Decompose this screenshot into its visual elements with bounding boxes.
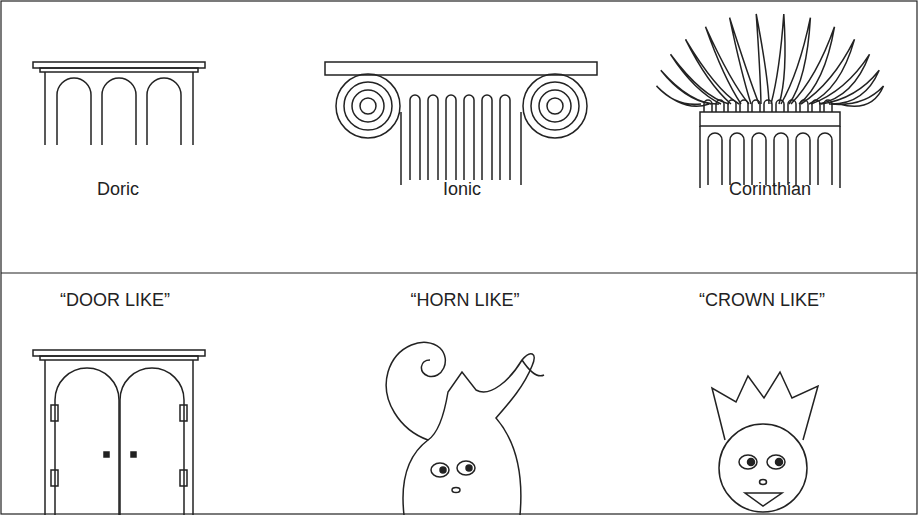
likeness-label: “DOOR LIKE” [60, 289, 170, 311]
crown-like-figure [712, 372, 818, 512]
likeness-label: “HORN LIKE” [410, 289, 519, 311]
likeness-label: “CROWN LIKE” [699, 289, 825, 311]
horn-like-figure [386, 342, 544, 515]
ionic-capital [325, 62, 597, 185]
panel-divider [1, 272, 917, 273]
order-name: Ionic [443, 178, 481, 200]
corinthian-capital [657, 14, 884, 188]
order-name: Corinthian [729, 178, 811, 200]
order-name: Doric [97, 178, 139, 200]
door-like-figure [33, 350, 205, 515]
doric-capital [33, 62, 205, 145]
